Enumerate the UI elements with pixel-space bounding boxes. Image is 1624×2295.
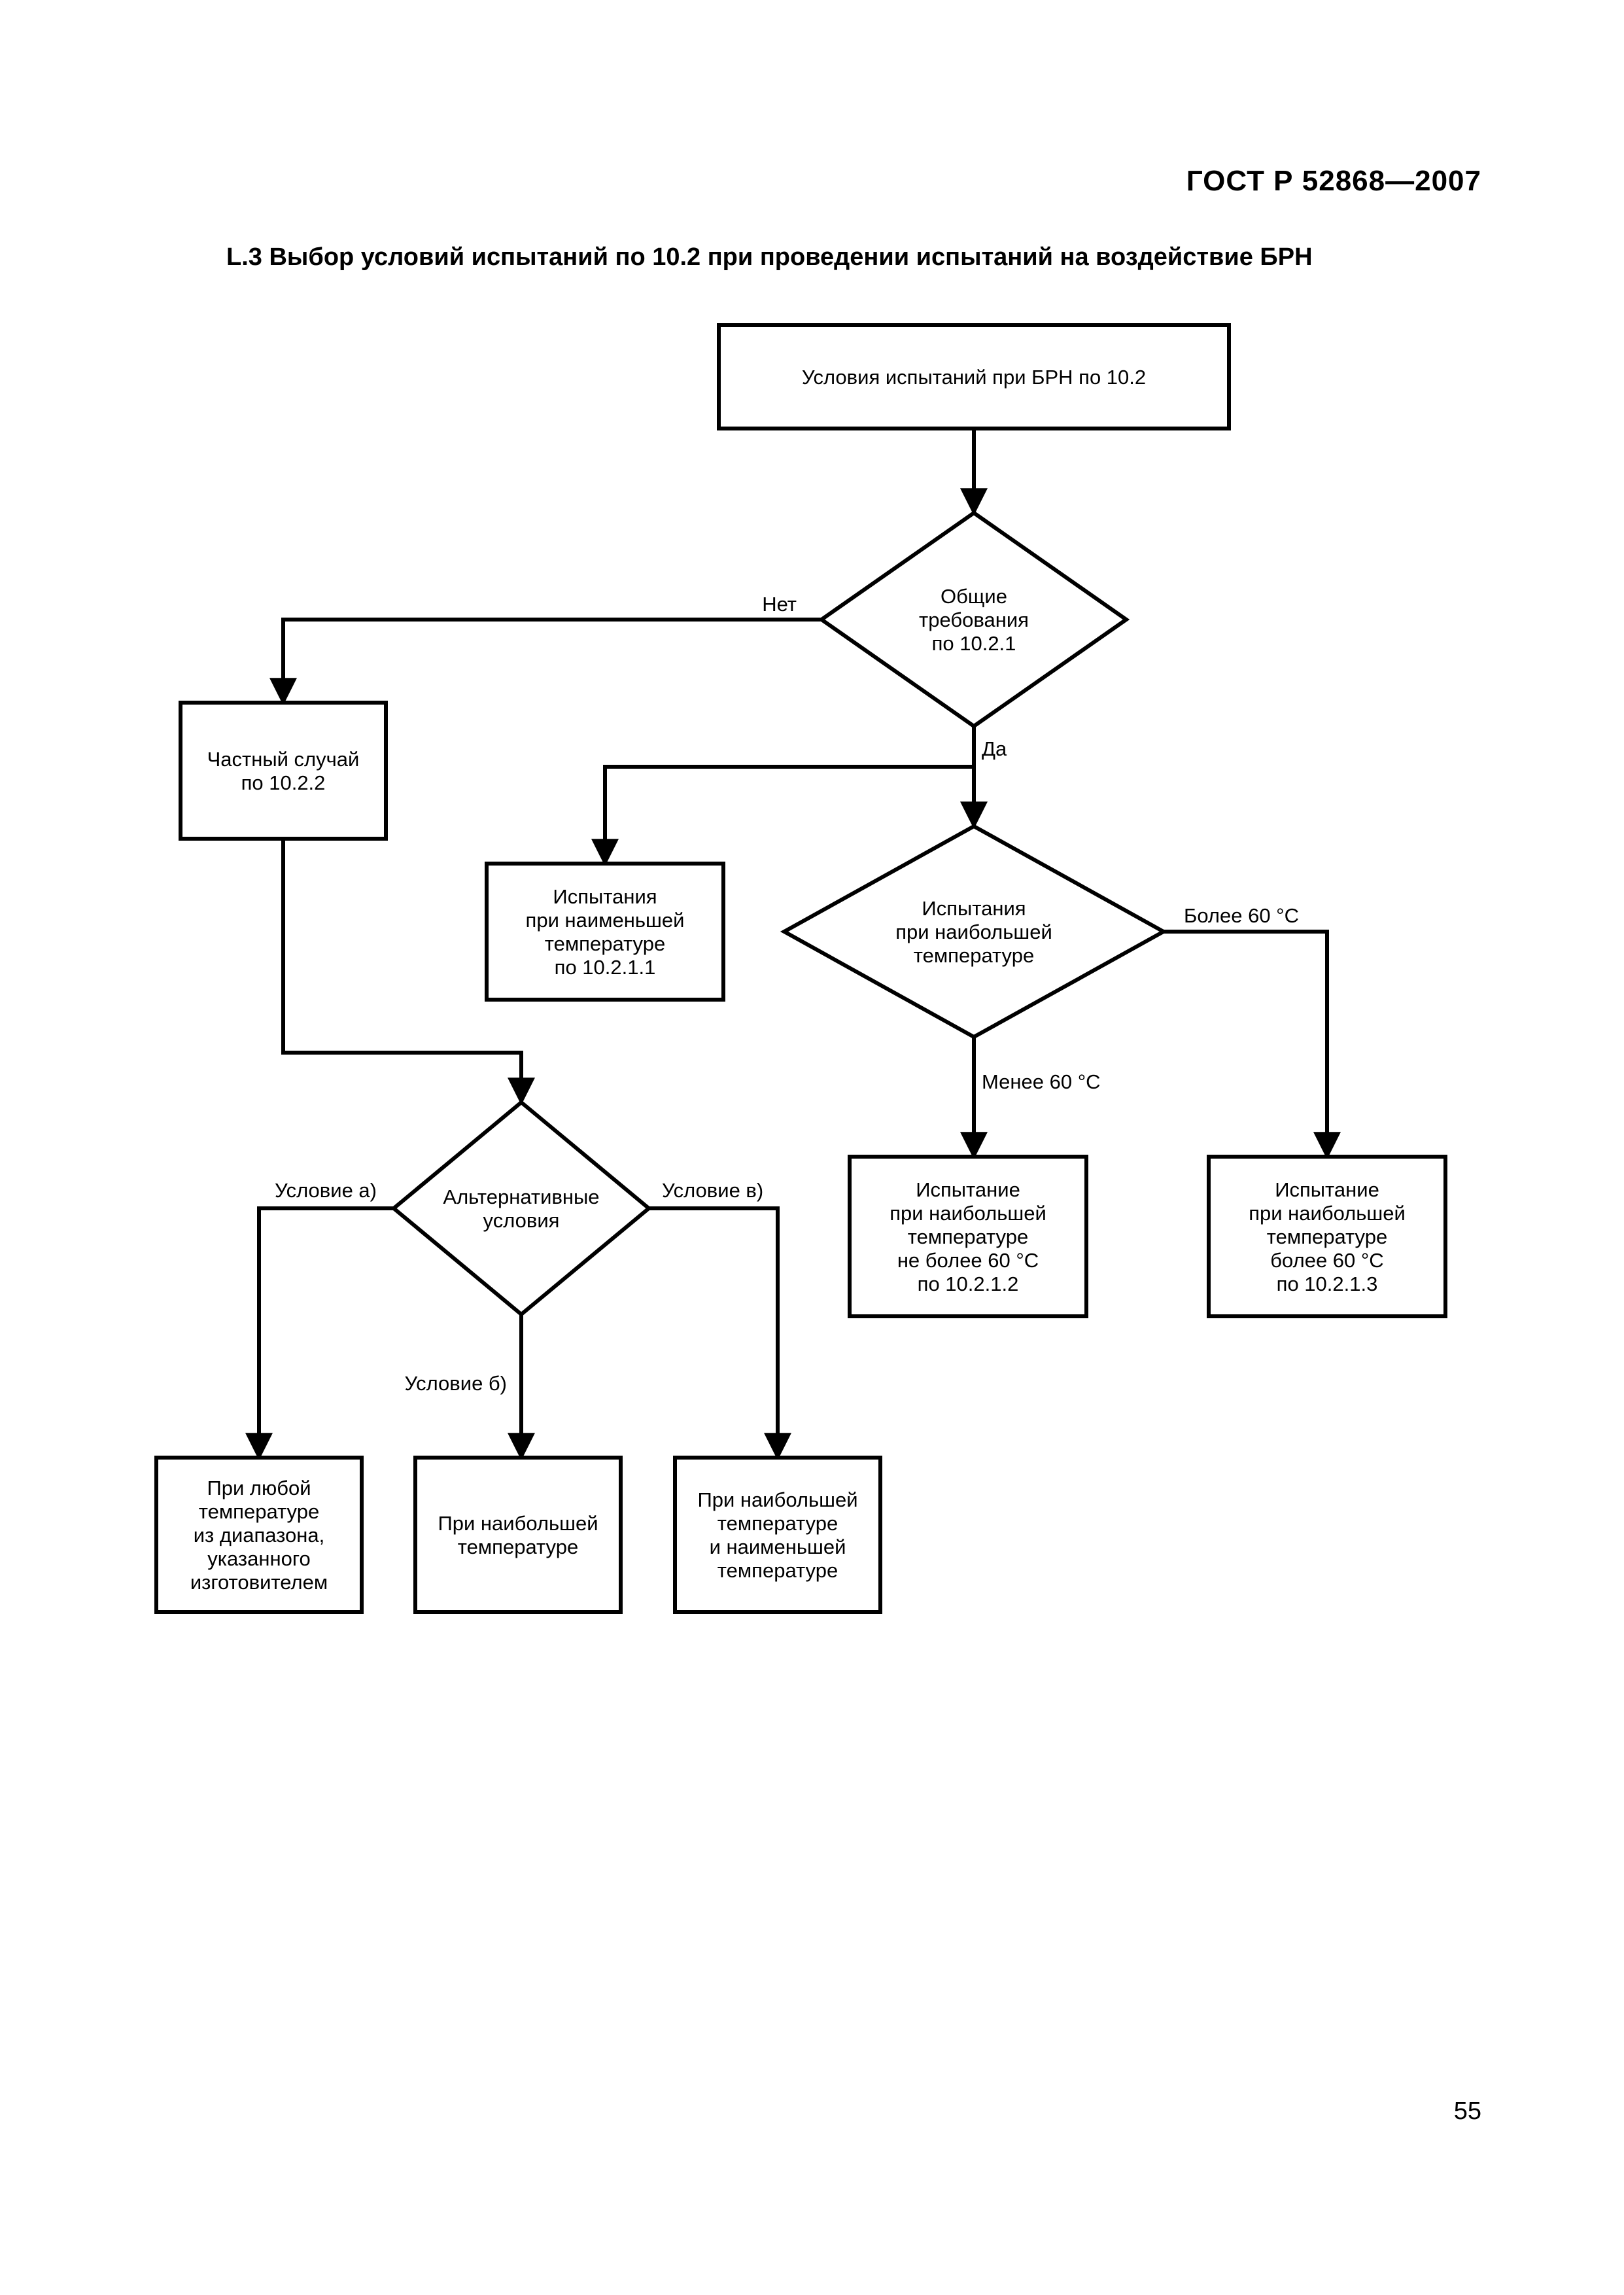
- node-text-line: температуре: [717, 1559, 838, 1582]
- node-text-line: температуре: [908, 1225, 1028, 1248]
- node-text-line: Альтернативные: [443, 1185, 599, 1208]
- node-text-line: Испытание: [916, 1178, 1020, 1201]
- node-text-line: температуре: [199, 1500, 319, 1523]
- node-text-line: температуре: [458, 1535, 578, 1558]
- node-text-line: по 10.2.2: [241, 771, 326, 794]
- node-text-line: При любой: [207, 1477, 311, 1499]
- node-text-line: При наибольшей: [697, 1488, 857, 1511]
- node-text-line: изготовителем: [190, 1571, 328, 1594]
- node-text-line: Условия испытаний при БРН по 10.2: [802, 366, 1146, 389]
- node-text-line: по 10.2.1.1: [555, 956, 656, 979]
- node-text-line: Частный случай: [207, 748, 360, 771]
- node-text-line: указанного: [207, 1547, 310, 1570]
- edge-label-alt-to-max-and-min: Условие в): [662, 1179, 763, 1202]
- node-text-line: при наибольшей: [895, 920, 1052, 943]
- node-text-line: температуре: [717, 1512, 838, 1535]
- node-text-line: из диапазона,: [194, 1524, 325, 1547]
- node-text-line: при наименьшей: [526, 909, 685, 932]
- node-text-line: и наименьшей: [710, 1535, 846, 1558]
- edge-alt-to-any-temp: [245, 1206, 394, 1461]
- decision-diamond: [780, 824, 1168, 1040]
- page-number: 55: [1453, 2097, 1481, 2125]
- node-text-line: Общие: [941, 585, 1007, 608]
- edge-label-alt-to-any-temp: Условие а): [275, 1179, 377, 1202]
- edges-layer: [245, 429, 1341, 1461]
- node-text-line: не более 60 °С: [897, 1249, 1039, 1272]
- node-text-line: температуре: [545, 932, 665, 955]
- edge-general-to-min-temp: [591, 726, 976, 867]
- node-text-line: по 10.2.1: [932, 632, 1016, 655]
- node-text-line: по 10.2.1.3: [1277, 1272, 1378, 1295]
- process-box: [413, 1456, 623, 1614]
- document-code: ГОСТ Р 52868—2007: [1186, 165, 1481, 197]
- node-text-line: Испытания: [922, 897, 1026, 920]
- node-text-line: температуре: [1267, 1225, 1387, 1248]
- node-start: Условия испытаний при БРН по 10.2: [717, 323, 1231, 430]
- node-text-line: Испытание: [1275, 1178, 1379, 1201]
- node-text-line: При наибольшей: [438, 1512, 598, 1535]
- decision-diamond: [390, 1100, 652, 1317]
- process-box: [1207, 1155, 1447, 1318]
- edge-special-to-alt: [281, 839, 535, 1106]
- edge-label-max-temp-decision-to-max-gt60: Более 60 °С: [1184, 904, 1299, 927]
- process-box: [154, 1456, 364, 1614]
- node-text-line: условия: [483, 1209, 560, 1232]
- edge-label-general-to-min-temp: Да: [982, 737, 1007, 760]
- edge-label-max-temp-decision-to-max-le60: Менее 60 °С: [982, 1070, 1101, 1093]
- edge-label-general-to-special: Нет: [762, 593, 797, 616]
- node-text-line: при наибольшей: [890, 1202, 1046, 1225]
- process-box: [848, 1155, 1088, 1318]
- process-box: [673, 1456, 882, 1614]
- process-box: [717, 323, 1231, 430]
- edge-alt-to-max-and-min: [649, 1206, 791, 1461]
- node-text-line: более 60 °С: [1270, 1249, 1383, 1272]
- node-text-line: Испытания: [553, 885, 657, 908]
- process-box: [485, 862, 725, 1002]
- node-text-line: по 10.2.1.2: [918, 1272, 1019, 1295]
- node-text-line: при наибольшей: [1249, 1202, 1406, 1225]
- nodes-layer: Условия испытаний при БРН по 10.2Общиетр…: [154, 323, 1447, 1614]
- edge-label-alt-to-max-only: Условие б): [404, 1372, 507, 1395]
- node-text-line: требования: [919, 608, 1029, 631]
- edge-max-temp-decision-to-max-gt60: [1164, 930, 1341, 1160]
- section-title: L.3 Выбор условий испытаний по 10.2 при …: [226, 243, 1313, 271]
- edge-general-to-special: [269, 618, 821, 706]
- decision-diamond: [818, 510, 1130, 729]
- process-box: [179, 701, 388, 841]
- node-text-line: температуре: [914, 944, 1034, 967]
